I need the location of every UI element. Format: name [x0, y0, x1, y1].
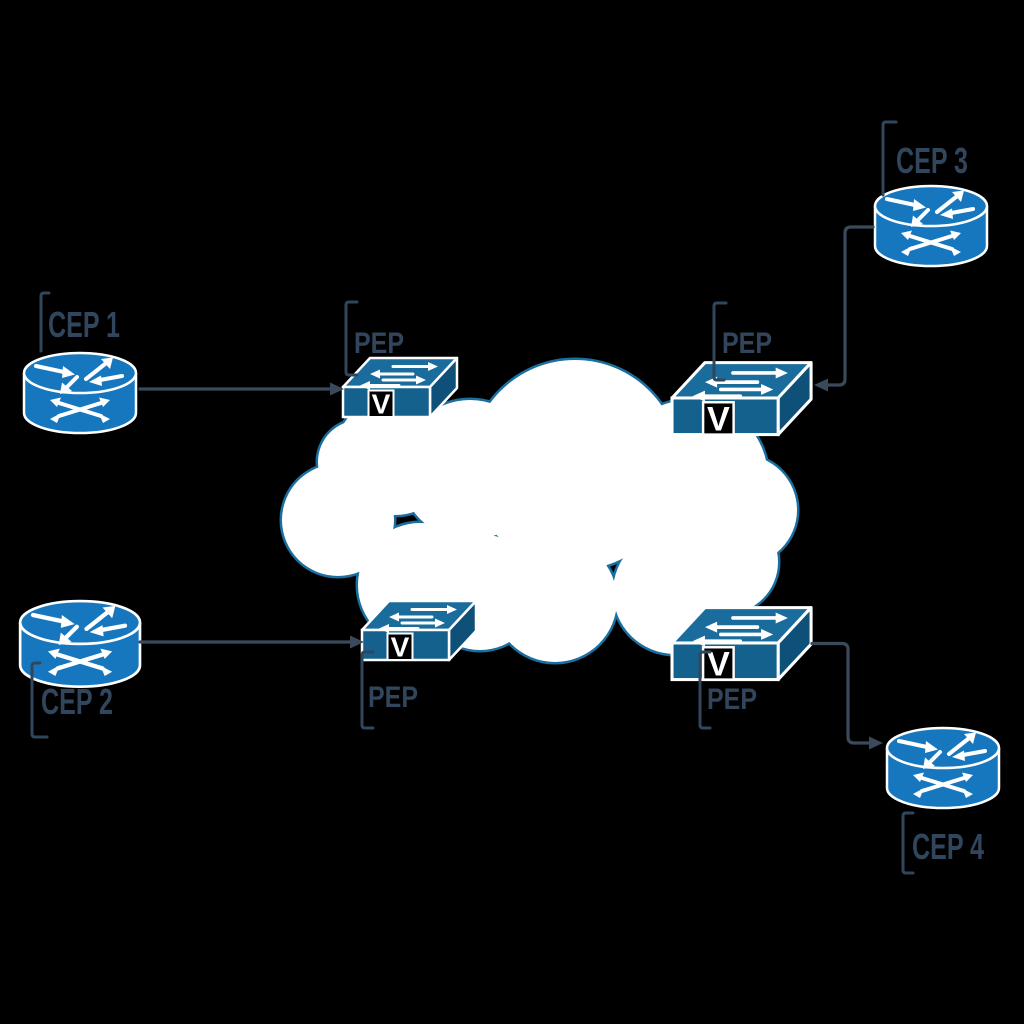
switch-v-badge: V — [391, 632, 410, 663]
switch-pep-top-left: V — [341, 356, 459, 420]
label-cep1: CEP 1 — [48, 304, 120, 345]
label-pep-top-right: PEP — [722, 327, 772, 360]
label-pep-top-left: PEP — [354, 327, 404, 360]
callout-bracket-cep3 — [881, 120, 898, 197]
connection-cep1-pep — [138, 382, 344, 396]
switch-pep-bottom-right: V — [670, 605, 813, 683]
switch-pep-top-right: V — [670, 360, 813, 438]
switch-v-badge: V — [707, 400, 730, 438]
connection-pep-cep4 — [810, 641, 883, 750]
switch-v-badge: V — [372, 389, 391, 420]
callout-bracket-cep2 — [30, 661, 49, 739]
router-cep3 — [873, 184, 989, 268]
switch-v-badge: V — [707, 645, 730, 683]
network-cloud — [279, 357, 800, 665]
router-cep2 — [20, 601, 140, 687]
callout-bracket-cep4 — [901, 811, 915, 875]
connection-cep3-pep — [814, 225, 875, 392]
callout-bracket-pep-bl — [360, 650, 375, 730]
router-cep1 — [22, 351, 138, 435]
callout-bracket-pep-tr — [712, 301, 728, 382]
label-cep4: CEP 4 — [912, 826, 984, 867]
label-cep2: CEP 2 — [41, 681, 113, 722]
connection-cep2-pep — [138, 635, 364, 649]
label-pep-bottom-right: PEP — [707, 683, 757, 716]
switch-pep-bottom-left: V — [360, 599, 478, 663]
label-cep3: CEP 3 — [896, 140, 968, 181]
router-cep4 — [885, 726, 1001, 810]
label-pep-bottom-left: PEP — [368, 681, 418, 714]
callout-bracket-pep-br — [698, 650, 712, 730]
callout-bracket-cep1 — [39, 291, 51, 353]
callout-bracket-pep-tl — [344, 300, 359, 377]
